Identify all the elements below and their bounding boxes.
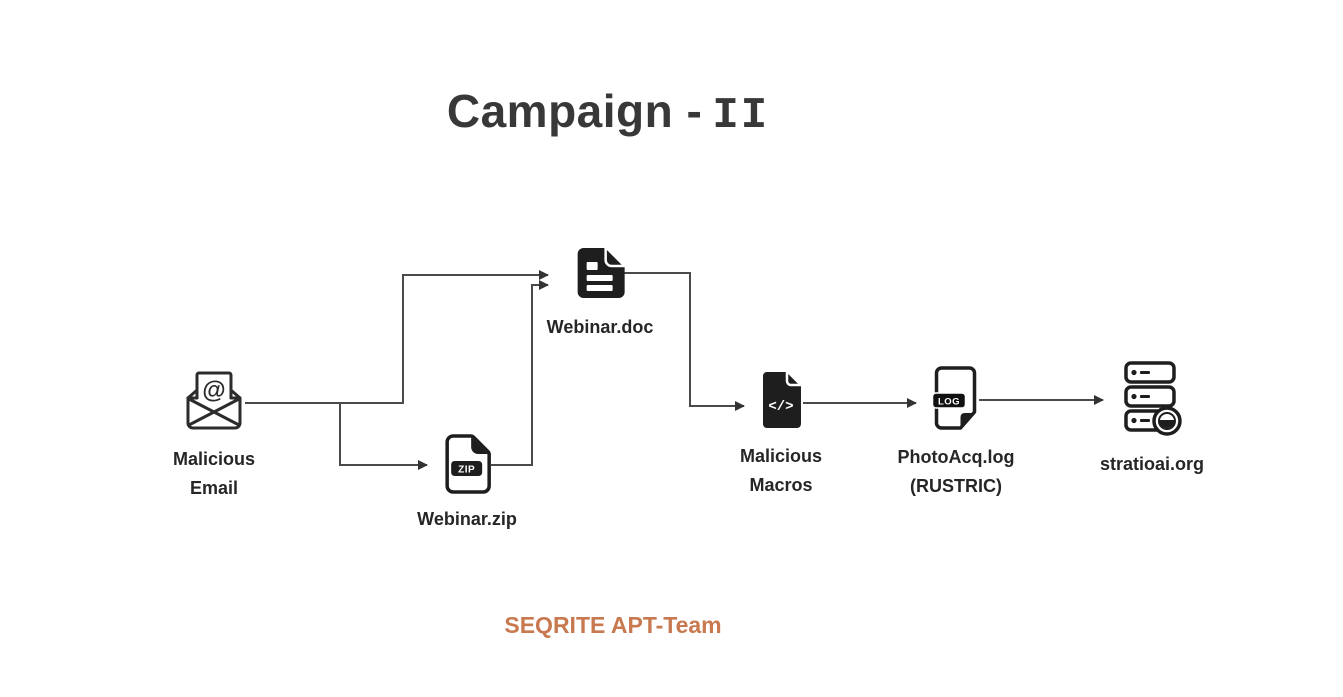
zip-badge-text: ZIP (458, 465, 475, 476)
edge-email-to-zip (339, 403, 428, 470)
doc-file-icon (577, 245, 627, 298)
node-photoacq-log: LOG PhotoAcq.log (RUSTRIC) (897, 366, 1015, 501)
at-glyph: @ (202, 377, 225, 404)
node-label-webinar-doc: Webinar.doc (546, 317, 654, 337)
page-title: Campaign -II (447, 84, 769, 141)
node-label-malicious-email: Malicious Email (172, 449, 256, 498)
server-icon (1124, 361, 1182, 436)
node-stratioai-org: stratioai.org (1100, 361, 1204, 479)
email-at-icon: @ (186, 371, 242, 430)
code-glyph: </> (768, 399, 793, 415)
node-webinar-doc: Webinar.doc (546, 245, 654, 342)
node-malicious-email: @ Malicious Email (173, 369, 255, 503)
code-file-icon: </> (763, 369, 803, 428)
node-label-stratioai-org: stratioai.org (1099, 454, 1205, 474)
node-malicious-macros: </> Malicious Macros (739, 369, 823, 500)
title-numeral: II (712, 91, 770, 141)
title-prefix: Campaign - (446, 85, 703, 137)
log-badge-text: LOG (938, 397, 960, 408)
node-webinar-zip: ZIP Webinar.zip (417, 434, 517, 534)
node-label-malicious-macros: Malicious Macros (739, 446, 823, 495)
zip-file-icon: ZIP (445, 434, 491, 494)
node-label-photoacq-log: PhotoAcq.log (RUSTRIC) (897, 447, 1015, 496)
edge-email-to-doc (245, 270, 549, 404)
node-label-webinar-zip: Webinar.zip (417, 509, 517, 529)
log-file-icon: LOG (932, 366, 977, 430)
footer-credit: SEQRITE APT-Team (504, 612, 722, 638)
